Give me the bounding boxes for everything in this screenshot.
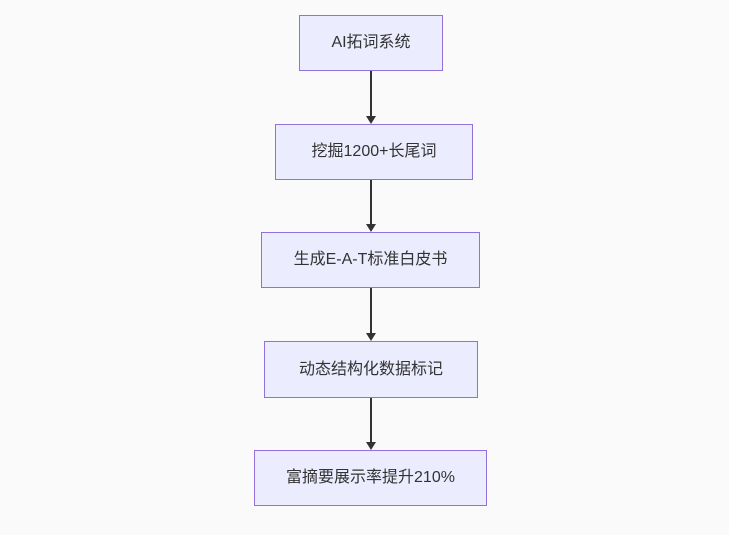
- arrowhead-down-icon: [366, 224, 376, 232]
- arrow-1-connector: [365, 71, 377, 124]
- node-ai-keyword-system: AI拓词系统: [299, 15, 443, 71]
- node-eat-whitepaper: 生成E-A-T标准白皮书: [261, 232, 480, 288]
- arrow-shaft: [370, 288, 372, 333]
- node-rich-snippet-uplift: 富摘要展示率提升210%: [254, 450, 487, 506]
- arrow-shaft: [370, 398, 372, 442]
- node-structured-data: 动态结构化数据标记: [264, 341, 478, 398]
- arrow-shaft: [370, 180, 372, 224]
- arrowhead-down-icon: [366, 116, 376, 124]
- arrowhead-down-icon: [366, 333, 376, 341]
- arrow-3-connector: [365, 288, 377, 341]
- arrow-shaft: [370, 71, 372, 116]
- arrow-4-connector: [365, 398, 377, 450]
- node-longtail-mining: 挖掘1200+长尾词: [275, 124, 473, 180]
- arrowhead-down-icon: [366, 442, 376, 450]
- arrow-2-connector: [365, 180, 377, 232]
